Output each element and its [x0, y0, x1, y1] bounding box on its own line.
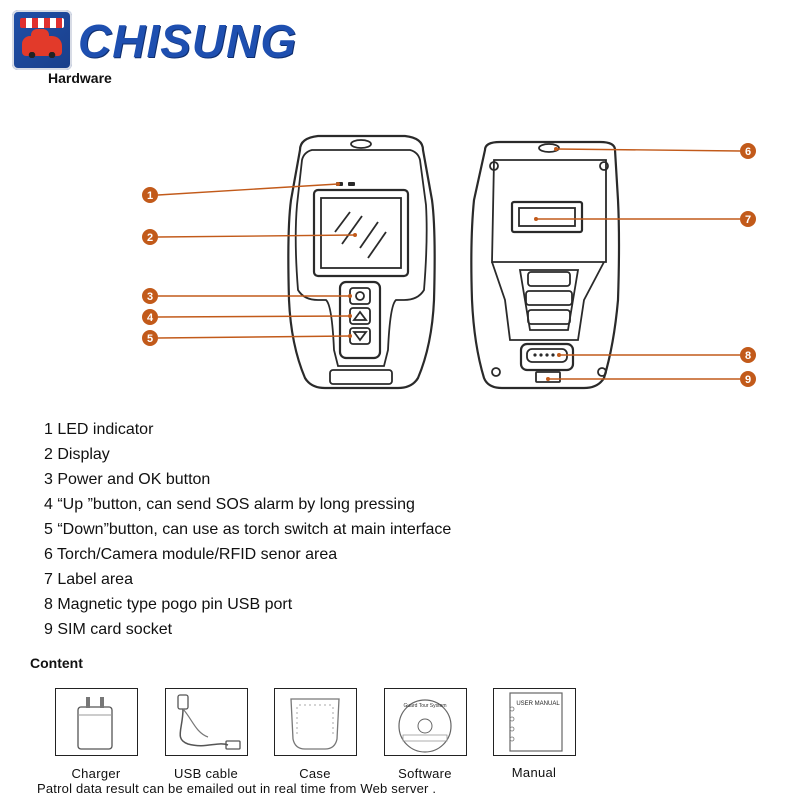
- content-label: Charger: [71, 766, 121, 781]
- callout-marker-4: 4: [142, 309, 158, 325]
- svg-text:4: 4: [147, 312, 154, 324]
- svg-text:1: 1: [147, 190, 153, 202]
- content-heading: Content: [30, 655, 83, 671]
- svg-text:5: 5: [147, 333, 153, 345]
- feature-list: 1 LED indicator 2 Display 3 Power and OK…: [44, 420, 451, 645]
- callout-marker-6: 6: [740, 143, 756, 159]
- charger-icon: [55, 688, 138, 756]
- usb-cable-icon: [165, 688, 248, 756]
- list-item: 3 Power and OK button: [44, 471, 211, 488]
- case-icon: [274, 688, 357, 756]
- manual-icon: USER MANUAL: [493, 688, 576, 756]
- footer-note: Patrol data result can be emailed out in…: [37, 781, 437, 796]
- list-item: 4 “Up ”button, can send SOS alarm by lon…: [44, 496, 415, 513]
- content-label: Case: [299, 766, 331, 781]
- content-label: Software: [398, 766, 452, 781]
- callout-marker-1: 1: [142, 187, 158, 203]
- device-front: [287, 134, 436, 390]
- list-item: 1 LED indicator: [44, 421, 154, 438]
- callout-marker-8: 8: [740, 347, 756, 363]
- svg-text:3: 3: [147, 291, 153, 303]
- svg-text:7: 7: [745, 214, 751, 226]
- callout-marker-7: 7: [740, 211, 756, 227]
- hardware-diagram: .dev { fill:#fff; stroke:#2a2a2a; stroke…: [142, 134, 756, 390]
- content-label: Manual: [511, 765, 557, 780]
- hardware-heading: Hardware: [48, 70, 112, 86]
- list-item: 7 Label area: [44, 571, 133, 588]
- callout-marker-5: 5: [142, 330, 158, 346]
- content-label: USB cable: [173, 766, 239, 781]
- car-logo-icon: [12, 10, 72, 70]
- brand-logo: CHISUNG: [12, 10, 312, 72]
- brand-name: CHISUNG: [78, 15, 298, 67]
- callout-leaders: [157, 147, 741, 381]
- device-back: [470, 140, 621, 390]
- software-cd-icon: Guard Tour System: [384, 688, 467, 756]
- svg-text:8: 8: [745, 350, 751, 362]
- list-item: 6 Torch/Camera module/RFID senor area: [44, 546, 338, 563]
- callout-marker-2: 2: [142, 229, 158, 245]
- list-item: 8 Magnetic type pogo pin USB port: [44, 596, 293, 613]
- svg-text:Guard Tour System: Guard Tour System: [404, 703, 447, 709]
- callout-marker-3: 3: [142, 288, 158, 304]
- list-item: 9 SIM card socket: [44, 621, 173, 638]
- callout-marker-9: 9: [740, 371, 756, 387]
- svg-text:USER MANUAL: USER MANUAL: [516, 701, 560, 707]
- list-item: 5 “Down”button, can use as torch switch …: [44, 521, 452, 538]
- list-item: 2 Display: [44, 446, 110, 463]
- svg-text:2: 2: [147, 232, 153, 244]
- svg-text:6: 6: [745, 146, 751, 158]
- svg-text:9: 9: [745, 374, 751, 386]
